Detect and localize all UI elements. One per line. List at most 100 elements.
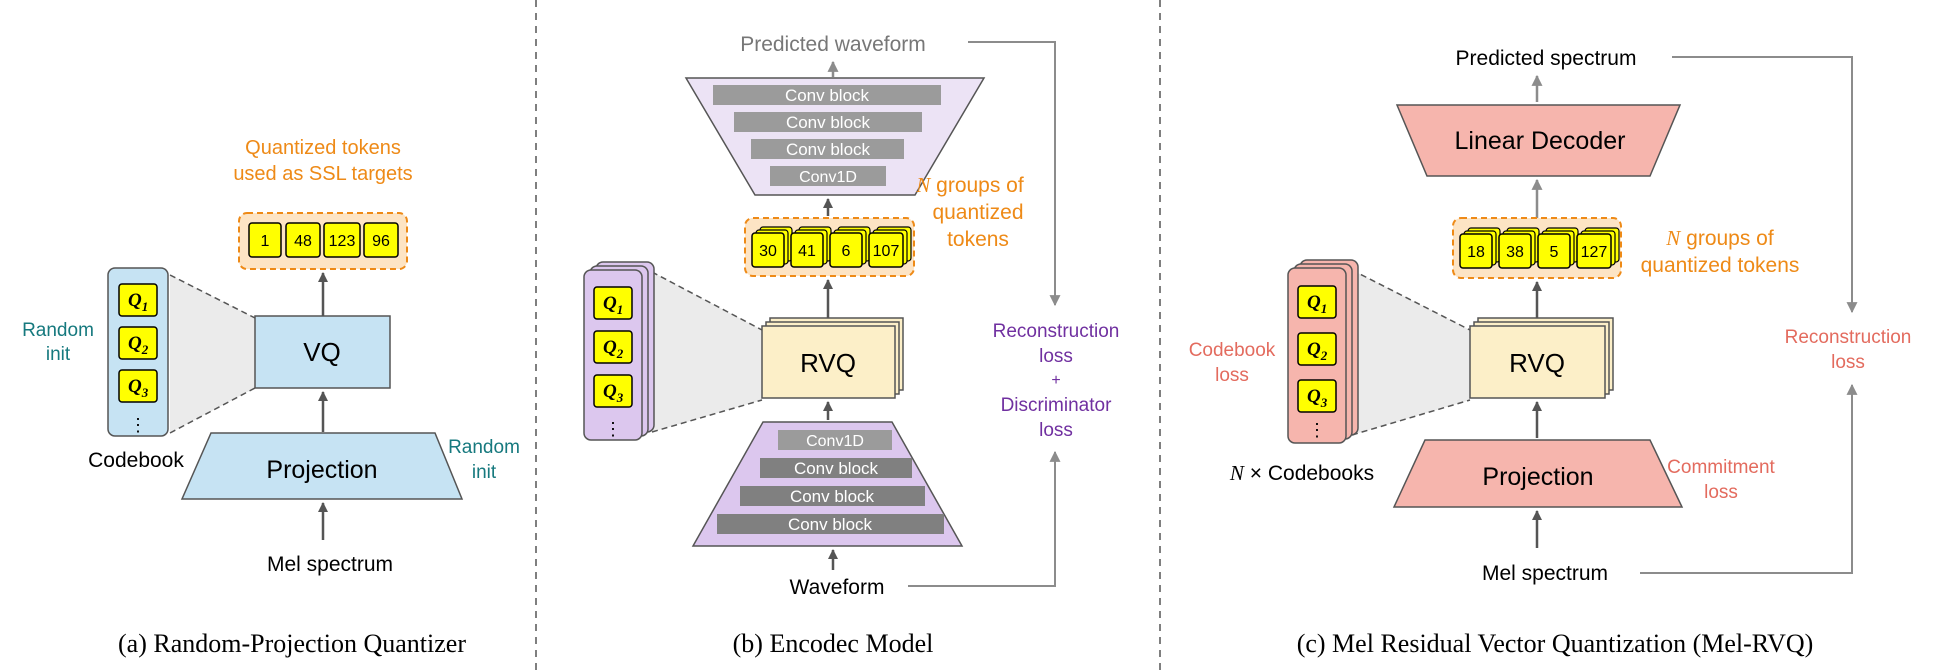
token-stack: 41 [790, 226, 832, 268]
codebook-entry-label: Q3 [603, 381, 624, 405]
encoder-conv-block [717, 514, 944, 534]
linear-decoder-block [1395, 104, 1682, 177]
arrow-input-to-loss [1640, 383, 1858, 574]
codebook-ellipsis: ⋮ [1308, 420, 1326, 440]
encoder-conv-label: Conv block [790, 487, 875, 506]
funnel-edge-top [651, 271, 763, 331]
token-value: 18 [1467, 244, 1485, 261]
codebook-entry-label: Q3 [128, 376, 149, 400]
codebook-entry [118, 369, 158, 403]
codebook-entry-label: Q1 [603, 293, 623, 317]
codebook-entry-label: Q2 [603, 337, 624, 361]
groups-label-line-2: quantized tokens [1641, 254, 1800, 277]
tokens-title-line-2: used as SSL targets [233, 163, 412, 185]
codebook-entry [1297, 332, 1337, 366]
projection-block [180, 432, 464, 500]
encoder-conv-label: Conv block [788, 515, 873, 534]
token-value: 48 [294, 233, 312, 250]
funnel-edge-bottom [169, 387, 256, 434]
vq-label: VQ [303, 337, 341, 367]
codebook-entry [593, 330, 633, 364]
groups-label-line-1: N groups of [1665, 226, 1774, 250]
codebook-entry-label: Q1 [128, 290, 148, 314]
token-value: 107 [873, 243, 900, 260]
codebook-funnel [170, 275, 255, 433]
token-value: 96 [372, 233, 390, 250]
commitment-loss-line-2: loss [1704, 482, 1738, 503]
loss-label-line-3: + [1051, 372, 1060, 389]
codebook-label: Codebook [88, 449, 184, 472]
token-box [868, 232, 904, 268]
token-box [1576, 233, 1612, 269]
token-box [363, 222, 399, 258]
encoder-conv-block [740, 486, 925, 506]
decoder-block [684, 77, 986, 196]
token-value: 123 [329, 233, 356, 250]
token-box [1459, 233, 1493, 269]
codebook-loss-line-1: Codebook [1189, 340, 1276, 361]
decoder-conv1d-block [770, 166, 886, 186]
groups-label-line-3: tokens [947, 228, 1009, 251]
token-stack: 127 [1576, 227, 1620, 269]
token-box [285, 222, 321, 258]
encoder-conv-label: Conv block [794, 459, 879, 478]
token-stack: 18 [1459, 227, 1501, 269]
caption-panel-c: (c) Mel Residual Vector Quantization (Me… [1297, 629, 1814, 658]
codebook-entry-label: Q1 [1307, 292, 1327, 316]
codebook-funnel [652, 272, 762, 432]
loss-label-line-4: Discriminator [1001, 395, 1113, 416]
tokens-title-line-1: Quantized tokens [245, 137, 401, 159]
rvq-box [1469, 325, 1606, 399]
codebook-entry [1297, 285, 1337, 319]
decoder-conv-block [734, 112, 922, 132]
token-value: 38 [1506, 244, 1524, 261]
codebook-entry [118, 283, 158, 317]
token-value: 30 [759, 243, 777, 260]
token-value: 41 [798, 243, 816, 260]
decoder-conv-label: Conv block [786, 140, 871, 159]
decoder-conv1d-label: Conv1D [799, 169, 857, 186]
token-value: 6 [842, 243, 851, 260]
reconstruction-loss-line-2: loss [1831, 352, 1865, 373]
funnel-edge-bottom [1351, 399, 1471, 436]
arrow-output-to-loss [1672, 56, 1858, 314]
rvq-label: RVQ [800, 348, 856, 378]
random-init-right-line-2: init [472, 462, 497, 483]
codebook-entry-label: Q2 [1307, 339, 1328, 363]
codebook-entry [593, 374, 633, 408]
commitment-loss-line-1: Commitment [1667, 457, 1775, 478]
token-box [1537, 233, 1571, 269]
codebook-entry [593, 286, 633, 320]
encoder-conv1d-block [778, 430, 892, 450]
funnel-edge-top [1351, 269, 1471, 331]
token-value: 5 [1550, 244, 1559, 261]
codebook-funnel [1352, 270, 1470, 435]
token-stack: 38 [1498, 227, 1540, 269]
token-value: 1 [261, 233, 270, 250]
arrow-input-to-loss [908, 450, 1061, 587]
panel-mel-rvq: Predicted spectrum Linear Decoder 18 38 … [1189, 47, 1912, 658]
panel-random-projection-quantizer: Quantized tokens used as SSL targets 1 4… [22, 137, 520, 658]
token-stack: 5 [1537, 227, 1579, 269]
arrow-output-to-loss [968, 41, 1061, 307]
codebook-ellipsis: ⋮ [129, 415, 147, 435]
random-init-right-line-1: Random [448, 437, 520, 458]
token-box [248, 222, 282, 258]
loss-label-line-2: loss [1039, 346, 1073, 367]
codebook-ellipsis: ⋮ [604, 419, 622, 439]
rvq-box [761, 325, 896, 399]
predicted-waveform-label: Predicted waveform [740, 33, 926, 56]
funnel-edge-top [169, 274, 256, 319]
encoder-conv-block [760, 458, 912, 478]
token-stack: 6 [829, 226, 871, 268]
loss-label-line-5: loss [1039, 420, 1073, 441]
predicted-spectrum-label: Predicted spectrum [1456, 47, 1637, 70]
decoder-conv-label: Conv block [786, 113, 871, 132]
decoder-conv-block [713, 85, 941, 105]
codebook-entry [1297, 379, 1337, 413]
codebook-entry [118, 326, 158, 360]
token-box [829, 232, 863, 268]
caption-panel-b: (b) Encodec Model [733, 629, 934, 658]
groups-label-line-2: quantized [932, 201, 1023, 224]
